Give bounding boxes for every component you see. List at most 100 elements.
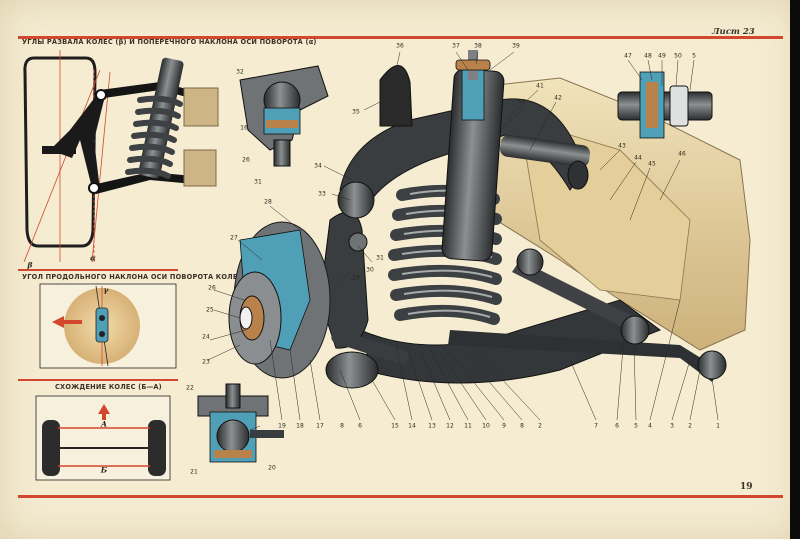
lower-arm-bushing-front (620, 315, 650, 345)
callout-23: 23 (202, 358, 210, 366)
callout-15: 15 (391, 422, 399, 430)
callout-6-left: 6 (358, 422, 362, 430)
callout-32: 32 (236, 68, 244, 76)
toe-left-wheel (42, 420, 60, 476)
alpha-symbol: α (90, 253, 96, 263)
callout-9: 9 (502, 422, 506, 430)
camber-diagram (23, 50, 219, 263)
callout-30: 30 (366, 266, 374, 274)
inset-upper-stud (273, 139, 291, 167)
caster-diagram (39, 283, 177, 369)
bottom-rule (18, 495, 783, 498)
spindle-schematic (42, 146, 76, 154)
callout-2: 2 (688, 422, 692, 430)
callout-8-left: 8 (340, 422, 344, 430)
callout-8: 8 (520, 422, 524, 430)
lower-arm-bushing-rear (516, 248, 544, 276)
callout-28: 28 (264, 198, 272, 206)
callout-16: 16 (240, 124, 248, 132)
toe-a-symbol: А (100, 419, 108, 429)
frame-lower-schematic (183, 149, 217, 187)
callout-37: 37 (452, 42, 460, 50)
callout-26-inset: 26 (242, 156, 250, 164)
shock-top-mount (455, 59, 491, 71)
callout-26: 26 (208, 284, 216, 292)
upper-ball-joint-inset (239, 65, 329, 167)
upper-ball-joint (337, 181, 375, 219)
spring-schematic (125, 95, 183, 179)
callout-25: 25 (206, 306, 214, 314)
bushing-rubber (646, 82, 658, 128)
beta-symbol: β (27, 260, 33, 270)
toe-direction-arrow (98, 404, 110, 420)
callout-24: 24 (202, 333, 210, 341)
caster-title: УГОЛ ПРОДОЛЬНОГО НАКЛОНА ОСИ ПОВОРОТА КО… (22, 273, 262, 281)
caster-lower-pivot (99, 331, 105, 337)
callout-4: 4 (648, 422, 652, 430)
strut-rod (512, 260, 640, 332)
callout-19: 19 (278, 422, 286, 430)
callout-35: 35 (352, 108, 360, 116)
callout-14: 14 (408, 422, 416, 430)
callout-22: 22 (186, 384, 194, 392)
lower-ball-joint (325, 351, 379, 389)
caster-hub (95, 307, 109, 343)
callout-20: 20 (268, 464, 276, 472)
callout-12: 12 (446, 422, 454, 430)
callout-40: 40 (518, 98, 526, 106)
lower-ball-joint-inset (197, 383, 284, 463)
kingpin-line (91, 71, 111, 263)
callout-42: 42 (554, 94, 562, 102)
callout-17: 17 (316, 422, 324, 430)
stabilizer-link (697, 350, 727, 380)
steering-arm (331, 329, 409, 365)
top-rule (18, 36, 783, 39)
sheet-label: Лист 23 (712, 27, 755, 37)
lower-ball-joint-schematic (88, 182, 100, 194)
callout-6: 6 (615, 422, 619, 430)
hub-cap (239, 306, 253, 330)
upper-ball-joint-pin (348, 232, 368, 252)
knuckle-schematic (50, 96, 104, 190)
inset-upper-liner (266, 120, 298, 128)
page-number: 19 (740, 482, 753, 492)
callout-10: 10 (482, 422, 490, 430)
camber-title: УГЛЫ РАЗВАЛА КОЛЕС (β) И ПОПЕРЕЧНОГО НАК… (22, 38, 317, 46)
wheel-profile (23, 56, 97, 248)
callout-34: 34 (314, 162, 322, 170)
callout-13: 13 (428, 422, 436, 430)
callout-43: 43 (618, 142, 626, 150)
main-assembly (228, 50, 751, 389)
toe-diagram (35, 395, 171, 481)
callout-33: 33 (318, 190, 326, 198)
caster-upper-pivot (99, 315, 105, 321)
inset-lower-stud (225, 383, 241, 409)
callout-50: 50 (674, 52, 682, 60)
callout-44: 44 (634, 154, 642, 162)
callout-18: 18 (296, 422, 304, 430)
upper-arm-shaft (499, 134, 591, 168)
callout-5: 5 (634, 422, 638, 430)
callout-41: 41 (536, 82, 544, 90)
bump-stop (379, 65, 413, 127)
bushing-shaft (617, 91, 713, 121)
upper-arm-bushing (567, 160, 589, 190)
lower-arm-rod (448, 330, 720, 382)
callout-5-top: 5 (692, 52, 696, 60)
callout-31: 31 (376, 254, 384, 262)
upper-ball-joint-schematic (95, 89, 107, 101)
camber-line (23, 69, 101, 263)
callout-2-mid: 2 (538, 422, 542, 430)
callout-38: 38 (474, 42, 482, 50)
callout-36: 36 (396, 42, 404, 50)
callout-49: 49 (658, 52, 666, 60)
travel-direction-arrow (52, 316, 82, 328)
gamma-symbol: γ (103, 285, 109, 295)
divider-toe (18, 379, 178, 381)
callout-47: 47 (624, 52, 632, 60)
divider-caster (18, 269, 178, 271)
bushing-nut (669, 85, 689, 127)
callout-46: 46 (678, 150, 686, 158)
